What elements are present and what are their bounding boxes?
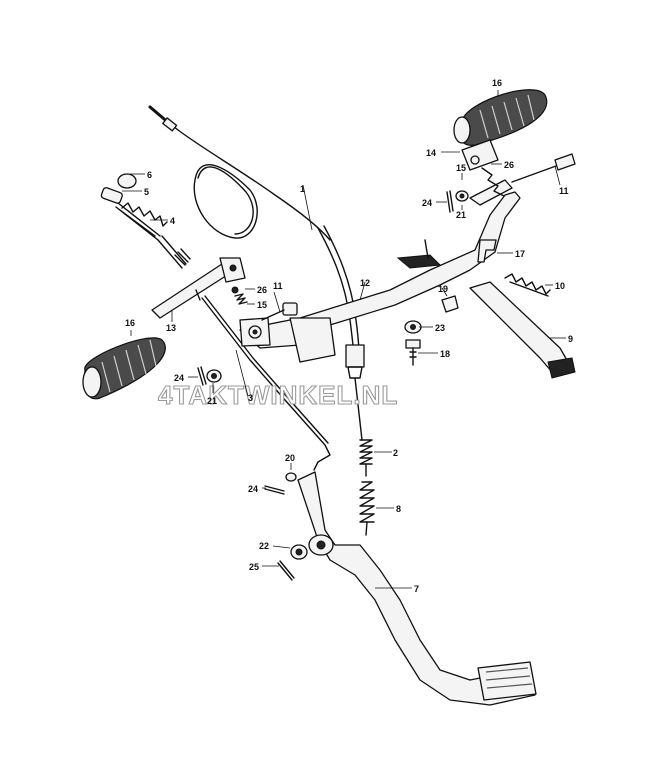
callout-10: 10 xyxy=(555,281,565,291)
callout-2: 2 xyxy=(393,448,398,458)
pin-26-left xyxy=(231,286,239,294)
callout-11-right: 11 xyxy=(559,186,569,196)
callout-19: 19 xyxy=(438,284,448,294)
side-stand xyxy=(469,281,576,379)
callout-25: 25 xyxy=(249,562,259,572)
spring-15-left xyxy=(234,293,248,305)
callout-22: 22 xyxy=(259,541,269,551)
callout-21-left: 21 xyxy=(207,396,217,406)
callout-16-right: 16 xyxy=(492,78,502,88)
nut xyxy=(404,320,422,334)
brake-cable xyxy=(148,105,365,441)
callout-14: 14 xyxy=(426,148,436,158)
callout-9: 9 xyxy=(568,334,573,344)
spring-8 xyxy=(359,481,375,536)
clip xyxy=(441,295,459,313)
callout-15-right: 15 xyxy=(456,163,466,173)
watermark: 4TAKTWINKEL.NL xyxy=(158,380,398,410)
footrest-bar xyxy=(239,179,521,363)
callout-4: 4 xyxy=(170,216,175,226)
callout-26-right: 26 xyxy=(504,160,514,170)
spring-2 xyxy=(359,439,373,477)
bolt-left xyxy=(261,302,298,321)
callout-21-right: 21 xyxy=(456,210,466,220)
pivot-pin xyxy=(477,239,497,263)
washer-21-left xyxy=(206,369,222,383)
stand-spring xyxy=(504,273,551,297)
callout-1: 1 xyxy=(300,184,305,194)
callout-26-left: 26 xyxy=(257,285,267,295)
callout-20: 20 xyxy=(285,453,295,463)
callout-24-right: 24 xyxy=(422,198,432,208)
callout-17: 17 xyxy=(515,249,525,259)
callout-24-left: 24 xyxy=(174,373,184,383)
leader-lines xyxy=(122,90,566,589)
washer-21-right xyxy=(455,190,469,202)
brake-rod xyxy=(201,295,331,471)
callout-15-left: 15 xyxy=(257,300,267,310)
cotter-pin-25 xyxy=(277,560,295,581)
callout-5: 5 xyxy=(144,187,149,197)
cotter-pin-24-right xyxy=(446,190,454,213)
callout-7: 7 xyxy=(414,584,419,594)
callout-6: 6 xyxy=(147,170,152,180)
callout-11-left: 11 xyxy=(273,281,283,291)
callout-18: 18 xyxy=(440,349,450,359)
callout-23: 23 xyxy=(435,323,445,333)
rod-assembly-left xyxy=(100,173,191,269)
callout-labels: 1 2 3 4 5 6 7 8 9 10 11 11 12 13 14 15 1… xyxy=(125,78,573,594)
callout-16-left: 16 xyxy=(125,318,135,328)
cotter-pin-24-left xyxy=(197,366,207,386)
bolt-18 xyxy=(405,339,421,366)
callout-13: 13 xyxy=(166,323,176,333)
footpeg-left xyxy=(82,337,166,400)
callout-3: 3 xyxy=(248,393,253,403)
washer-20 xyxy=(285,472,297,482)
cotter-pin-24-bottom xyxy=(264,485,285,495)
callout-8: 8 xyxy=(396,504,401,514)
brake-pedal xyxy=(297,471,537,706)
callout-24-bottom: 24 xyxy=(248,484,258,494)
washer-22 xyxy=(290,544,308,560)
footpeg-right xyxy=(453,89,548,197)
bolt-right xyxy=(511,153,576,183)
brake-shaft xyxy=(151,257,246,319)
callout-12: 12 xyxy=(360,278,370,288)
